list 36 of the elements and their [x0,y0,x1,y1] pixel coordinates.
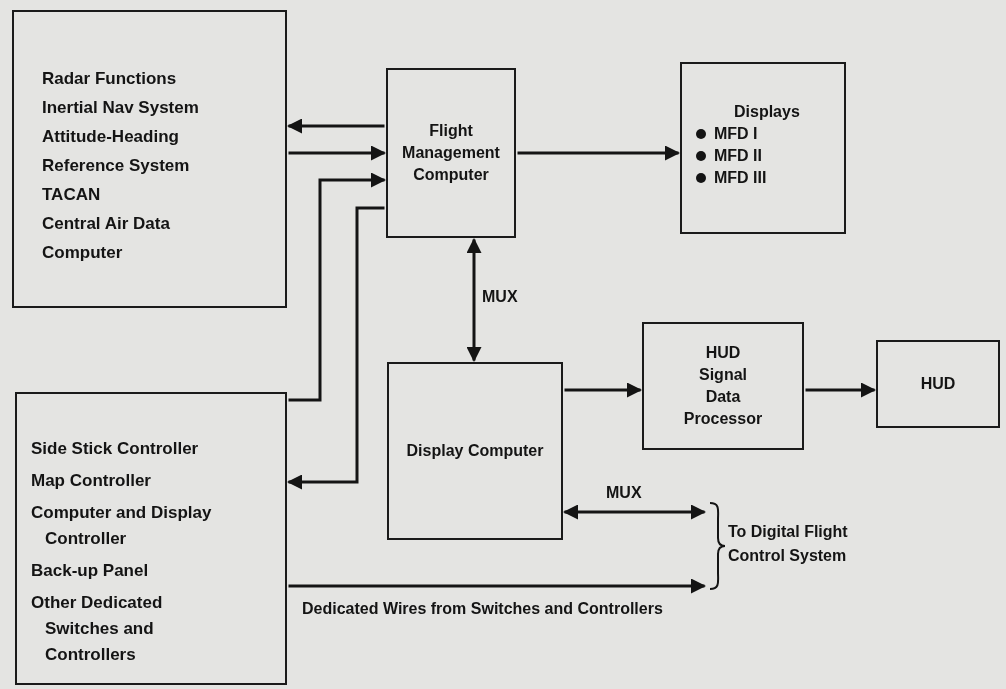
box-label: HUD [920,374,956,394]
process-box [680,62,846,234]
list-item: MFD I [714,124,758,144]
controller-list-box [15,392,287,685]
process-box [386,68,516,238]
list-item: Radar Functions [42,68,178,90]
system-list-box [12,10,287,308]
box-label: Flight Management Computer [401,121,501,185]
arrow [805,382,876,398]
list-item: MFD III [714,168,767,188]
arrow [288,578,706,594]
arrow [517,145,680,161]
process-box [876,340,1000,428]
list-item: Computer and Display Controller [31,502,213,550]
arrow [288,145,386,161]
list-item: TACAN [42,184,102,206]
list-item: Other Dedicated Switches and Controllers [31,592,164,666]
box-label: HUD Signal Data Processor [683,343,763,429]
list-item: MFD II [714,146,762,166]
arrow [287,206,385,490]
list-item: Central Air Data Computer [42,213,171,264]
list-item: Attitude-Heading Reference System [42,126,191,177]
list-item: Map Controller [31,470,152,492]
note-text: To Digital Flight Control System [728,522,849,566]
arrow [563,504,706,520]
list-item: Back-up Panel [31,560,150,582]
process-box [387,362,563,540]
box-label: Display Computer [406,441,544,461]
list-item: Side Stick Controller [31,438,200,460]
arrow [564,382,642,398]
heading: Displays [733,102,801,122]
process-box [642,322,804,450]
arrow [287,118,385,134]
arrow [466,238,482,362]
arrow [288,172,386,402]
list-item: Inertial Nav System [42,97,200,119]
